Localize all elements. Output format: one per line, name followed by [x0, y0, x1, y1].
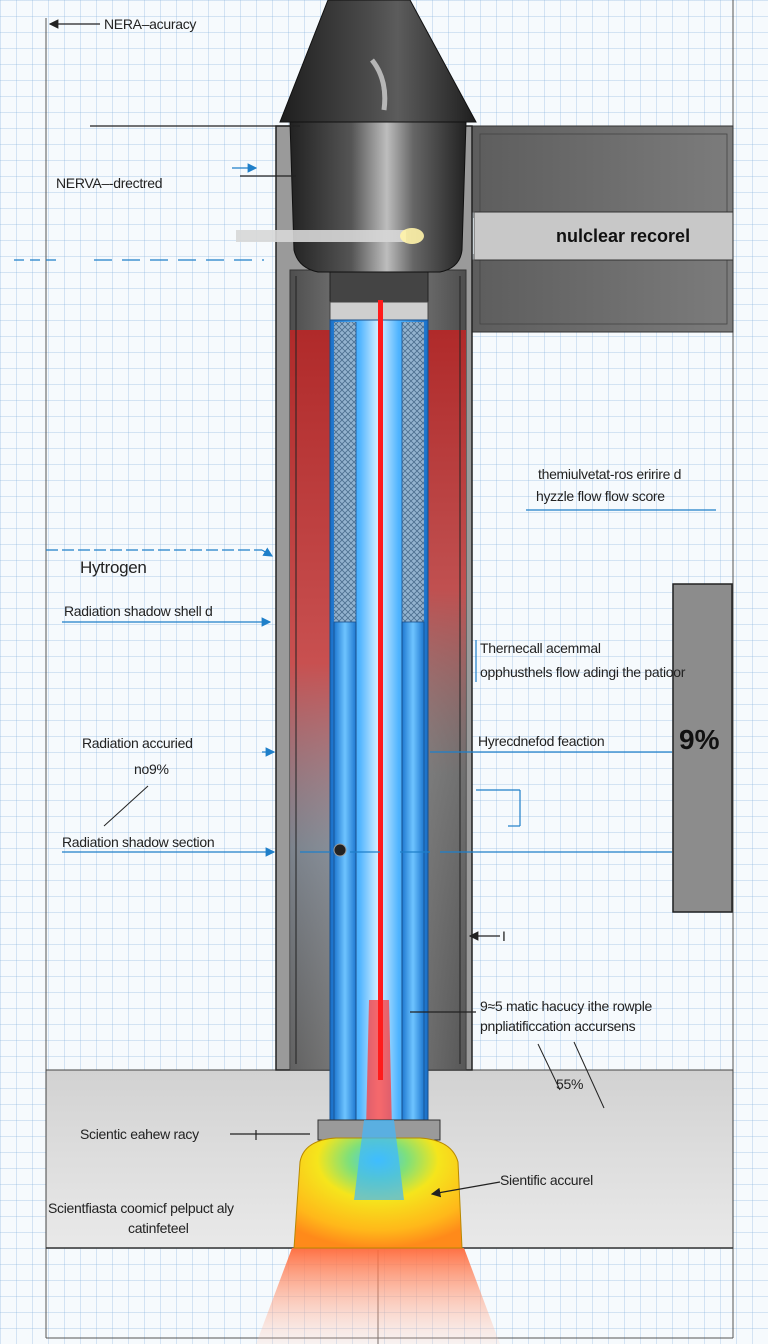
label-scientic-eahew: Scientic eahew racy: [80, 1126, 199, 1142]
diagonal-leaders: [103, 785, 605, 1109]
label-radiation-shell: Radiation shadow shell d: [64, 603, 213, 619]
nozzle-plume: [293, 1119, 463, 1249]
label-thermal-right-1: themiulvetat-ros eririre d: [538, 466, 682, 482]
label-thermal-right-2: hyzzle flow flow score: [536, 488, 665, 504]
label-directed: NERVA–-drectred: [56, 175, 163, 191]
label-thermecal-2: opphusthels flow adingi the patioor: [480, 664, 686, 680]
label-scientfiasta-1: Scientfiasta coomicf pelpuct aly: [48, 1200, 234, 1216]
sensor-node: [333, 843, 347, 857]
label-hyrecd: Hyrecdnefod feaction: [478, 733, 605, 749]
label-matic-1: 9≈5 matic hacucy ithe rowple: [480, 998, 653, 1014]
label-thermecal-1: Thernecall acemmal: [480, 640, 601, 656]
label-nuclear-recorel: nulclear recorel: [556, 226, 691, 246]
label-hydrogen: Hytrogen: [80, 558, 147, 577]
core-beam: [378, 300, 383, 1080]
label-matic-2: pnpliatificcation accursens: [480, 1018, 636, 1034]
label-scientfiasta-2: catinfeteel: [128, 1220, 189, 1236]
label-radiation-accuried-1: Radiation accuried: [82, 735, 193, 751]
label-scientific-accurel: Sientific accurel: [500, 1172, 593, 1188]
exhaust-plume: [256, 1248, 500, 1344]
leader-lines: [14, 19, 716, 1198]
label-55-percent: 55%: [556, 1076, 584, 1092]
label-radiation-accuried-2: no9%: [134, 761, 169, 777]
percent-box: [672, 583, 733, 913]
label-tick-mark: I: [502, 928, 506, 944]
percent-box-value: 9%: [679, 724, 720, 755]
label-top-accuracy: NERA–acuracy: [104, 16, 197, 32]
label-radiation-section: Radiation shadow section: [62, 834, 215, 850]
engine-cone: [236, 0, 477, 273]
